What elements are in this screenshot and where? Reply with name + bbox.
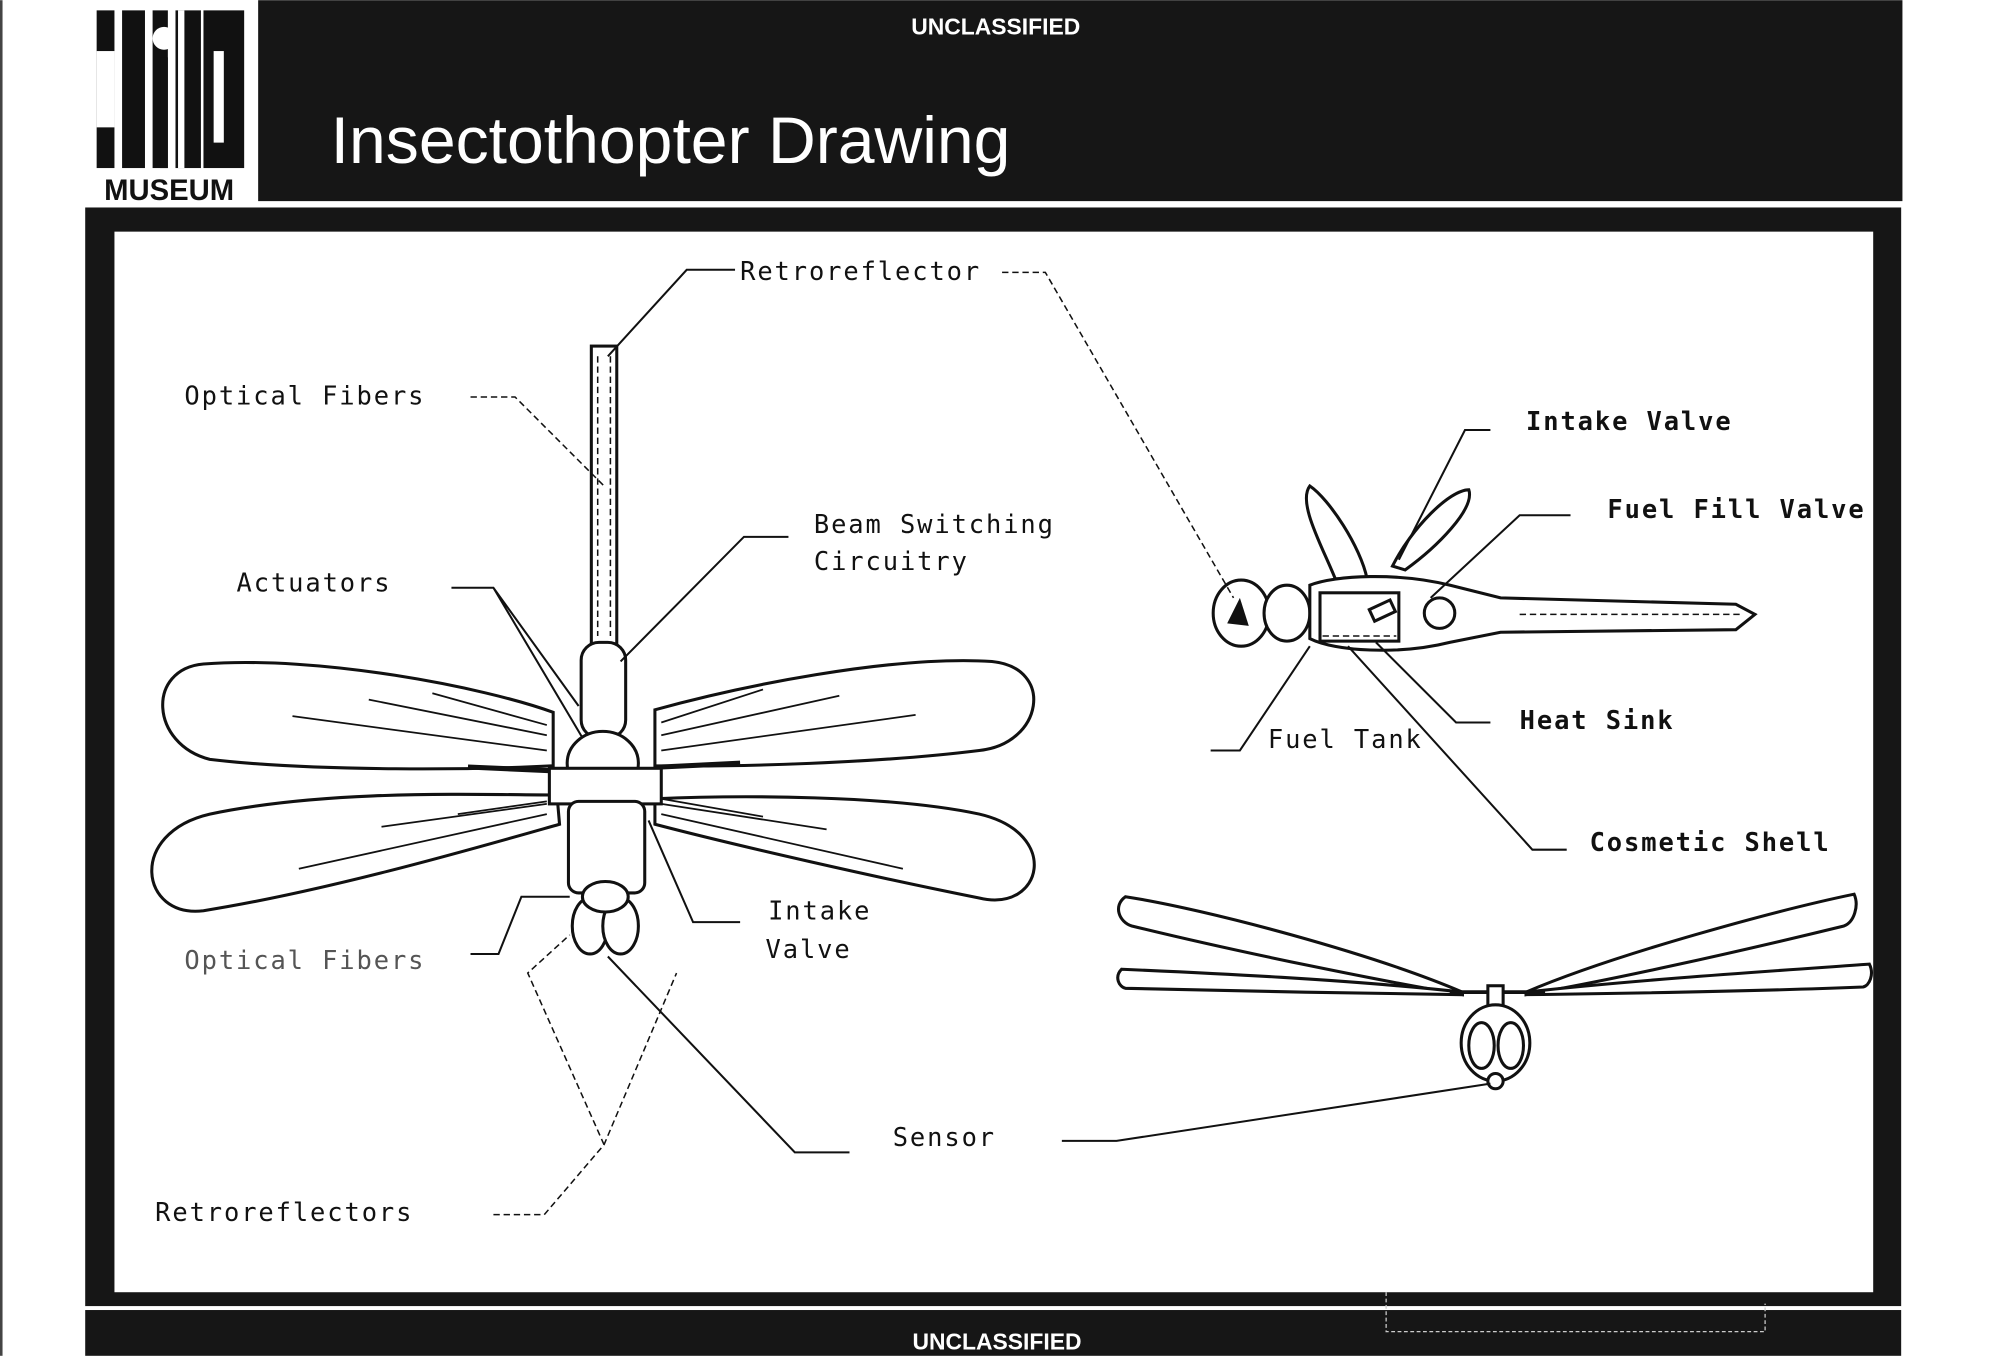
label-intake-valve-top-1: Intake xyxy=(768,896,871,926)
label-actuators: Actuators xyxy=(237,568,392,598)
label-retroreflector: Retroreflector xyxy=(740,256,981,286)
page-title: Insectothopter Drawing xyxy=(331,104,1011,178)
classification-bottom: UNCLASSIFIED xyxy=(912,1328,1081,1354)
leader-lines xyxy=(451,268,1571,1216)
page-edge xyxy=(0,0,3,1356)
label-intake-valve-side: Intake Valve xyxy=(1526,406,1733,436)
side-view-drawing xyxy=(1211,483,1758,652)
label-beam-switching-2: Circuitry xyxy=(814,546,969,576)
header-bar xyxy=(258,0,1903,202)
logo-subtitle: MUSEUM xyxy=(104,175,234,207)
classification-top: UNCLASSIFIED xyxy=(911,14,1080,40)
label-optical-fibers-bottom: Optical Fibers xyxy=(184,945,425,975)
front-view-drawing xyxy=(1116,892,1873,1091)
label-retroreflectors: Retroreflectors xyxy=(155,1197,413,1227)
label-cosmetic-shell: Cosmetic Shell xyxy=(1590,827,1831,857)
label-intake-valve-top-2: Valve xyxy=(766,934,852,964)
footer-bar xyxy=(85,1310,1902,1356)
label-heat-sink: Heat Sink xyxy=(1520,705,1675,735)
label-fuel-fill-valve: Fuel Fill Valve xyxy=(1607,494,1865,524)
label-fuel-tank: Fuel Tank xyxy=(1268,724,1423,754)
label-optical-fibers-top: Optical Fibers xyxy=(184,381,425,411)
cia-museum-logo: MUSEUM xyxy=(96,10,245,207)
label-beam-switching-1: Beam Switching xyxy=(814,509,1055,539)
label-sensor: Sensor xyxy=(893,1122,996,1152)
top-view-drawing xyxy=(150,344,1036,956)
